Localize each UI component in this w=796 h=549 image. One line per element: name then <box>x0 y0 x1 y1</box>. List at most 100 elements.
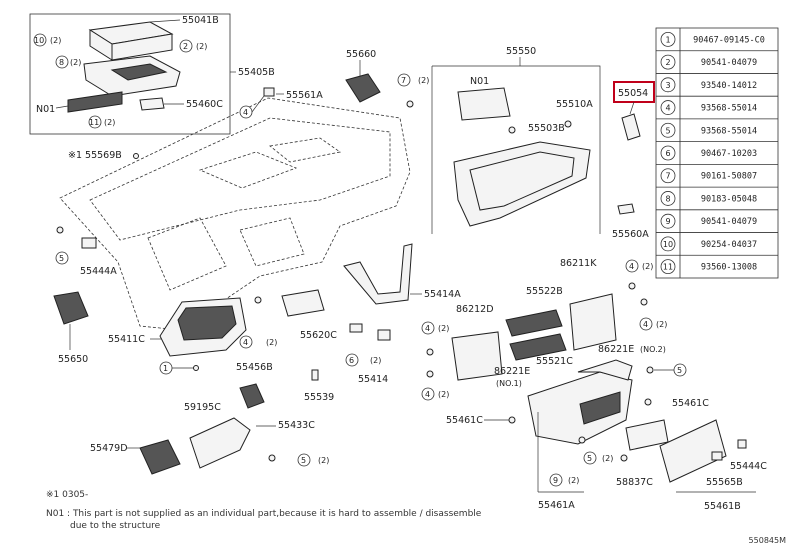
parts-table-part-number: 90183-05048 <box>701 194 757 204</box>
label-55054: 55054 <box>618 88 648 99</box>
callout-10 <box>33 33 47 47</box>
callout-4e-qty: (2) <box>438 390 449 399</box>
label-55460c: 55460C <box>186 99 223 110</box>
callout-7-qty: (2) <box>418 76 429 85</box>
parts-table-number: 5 <box>665 126 670 135</box>
callout-4d-qty: (2) <box>438 324 449 333</box>
callout-5a <box>55 251 69 265</box>
callout-5d-number: 5 <box>301 456 306 465</box>
parts-table-number-circle <box>660 191 676 206</box>
console-slot-part <box>110 63 168 81</box>
parts-table-number: 3 <box>665 81 670 90</box>
label-55521c: 55521C <box>536 356 573 367</box>
callout-10-number: 10 <box>34 36 44 45</box>
parts-table-number: 1 <box>665 35 670 44</box>
bracket-86212d-part <box>451 331 503 381</box>
parts-table-number-circle <box>660 145 676 161</box>
stopper-55560a-part <box>617 203 635 215</box>
label-55461c-right: 55461C <box>672 398 709 409</box>
callout-6-number: 6 <box>349 356 354 365</box>
note-1: ※1 0305- <box>46 490 89 500</box>
label-86221e-no1: 86221E <box>494 366 530 377</box>
vent-55650-part <box>53 291 89 325</box>
parts-table-number-circle <box>660 77 676 93</box>
callout-8-number: 8 <box>59 58 64 67</box>
callout-5d <box>297 453 311 467</box>
callout-9-qty: (2) <box>568 476 579 485</box>
glovebox-plate-part <box>457 87 511 121</box>
parts-table-part-number: 93540-14012 <box>701 81 757 91</box>
label-55660: 55660 <box>346 49 376 60</box>
callout-9 <box>549 473 563 487</box>
dashboard-outline <box>59 97 411 331</box>
panel-55479d-part <box>139 439 181 475</box>
parts-table-part-number: 93568-55014 <box>701 104 757 114</box>
console-box-body-part <box>89 29 173 61</box>
callout-4f-number: 4 <box>643 320 648 329</box>
callout-4c-number: 4 <box>629 262 634 271</box>
cover-55433c-part <box>189 417 251 469</box>
clip-55414-right-part <box>377 329 391 341</box>
parts-table-number: 4 <box>665 104 670 113</box>
callout-4f <box>639 317 653 331</box>
parts-table-number-circle <box>660 122 676 138</box>
label-55444a: 55444A <box>80 266 117 277</box>
dashboard-cutout-center <box>269 137 341 163</box>
clip-55565b-part <box>711 451 723 461</box>
label-55560a: 55560A <box>612 229 649 240</box>
knob-55456b-part <box>239 383 265 409</box>
parts-table-number-circle <box>660 213 676 229</box>
label-55479d: 55479D <box>90 443 128 454</box>
label-55414a: 55414A <box>424 289 461 300</box>
callout-4c-qty: (2) <box>642 262 653 271</box>
label-no1: (NO.1) <box>496 379 522 388</box>
parts-table-number: 9 <box>665 217 670 226</box>
label-55461b: 55461B <box>704 501 741 512</box>
label-55569b: ※1 55569B <box>68 150 122 161</box>
callout-2 <box>179 39 193 53</box>
callout-5c <box>583 451 597 465</box>
callout-2-qty: (2) <box>196 42 207 51</box>
label-55414: 55414 <box>358 374 388 385</box>
label-no2: (NO.2) <box>640 345 666 354</box>
diagram-id: 550845M <box>748 536 786 545</box>
callout-4b-qty: (2) <box>266 338 277 347</box>
parts-table-part-number: 90254-04037 <box>701 240 757 250</box>
dashboard-cutout-radio <box>239 217 305 267</box>
parts-table-number-circle <box>660 54 676 70</box>
vent-55521c-part <box>509 333 567 361</box>
label-55041b: 55041B <box>182 15 219 26</box>
clip-55414-left-part <box>349 323 363 333</box>
label-55650: 55650 <box>58 354 88 365</box>
callout-4f-qty: (2) <box>656 320 667 329</box>
callout-4c <box>625 259 639 273</box>
panel-55461b-part <box>659 419 727 483</box>
parts-table-number: 7 <box>665 172 670 181</box>
label-55565b: 55565B <box>706 477 743 488</box>
callout-5d-qty: (2) <box>318 456 329 465</box>
parts-table-number-circle <box>660 236 676 252</box>
callout-1-number: 1 <box>163 364 168 373</box>
parts-table <box>655 27 779 279</box>
clip-55561a-part <box>263 87 275 97</box>
label-58837c: 58837C <box>616 477 653 488</box>
panel-55461a-opening <box>579 391 621 425</box>
parts-table-part-number: 90161-50807 <box>701 172 757 182</box>
label-55433c: 55433C <box>278 420 315 431</box>
inset-frame-top-left <box>29 13 231 135</box>
label-55550: 55550 <box>506 46 536 57</box>
meter-lens-part <box>177 305 237 341</box>
callout-6-qty: (2) <box>370 356 381 365</box>
callout-11-qty: (2) <box>104 118 115 127</box>
vent-n01-part <box>67 91 123 113</box>
callout-7-number: 7 <box>401 76 406 85</box>
parts-table-part-number: 90467-09145-C0 <box>693 35 765 45</box>
label-55456b: 55456B <box>236 362 273 373</box>
damper-55054-part <box>621 113 641 141</box>
label-55510a: 55510A <box>556 99 593 110</box>
callout-7 <box>397 73 411 87</box>
callout-4d <box>421 321 435 335</box>
label-55561a: 55561A <box>286 90 323 101</box>
label-86212d: 86212D <box>456 304 494 315</box>
